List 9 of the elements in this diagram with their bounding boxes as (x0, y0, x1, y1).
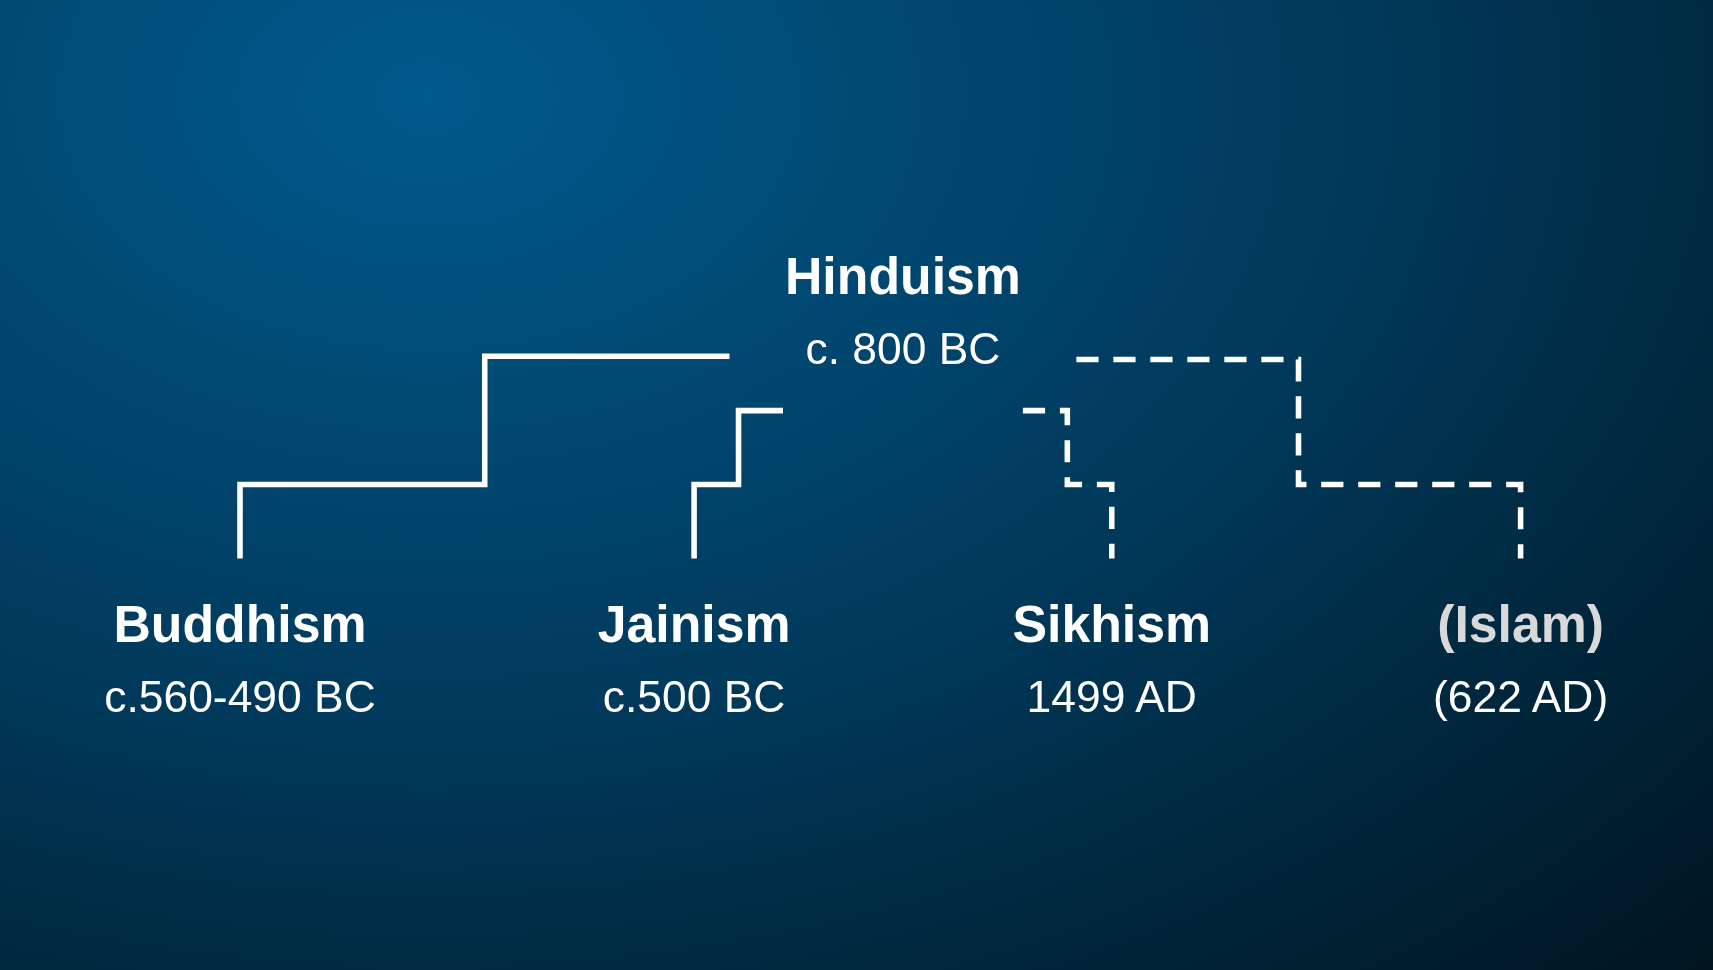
node-text: Sikhism 1499 AD (1012, 595, 1212, 722)
node-text: Hinduism c. 800 BC (785, 248, 1022, 375)
connector (691, 408, 784, 562)
node-text: (Islam) (622 AD) (1433, 595, 1609, 722)
node-text: Buddhism c.560-490 BC (104, 595, 376, 722)
connector (1023, 408, 1115, 562)
connector (1076, 357, 1524, 562)
connector (237, 353, 730, 562)
node-text: Jainism c.500 BC (597, 595, 791, 722)
